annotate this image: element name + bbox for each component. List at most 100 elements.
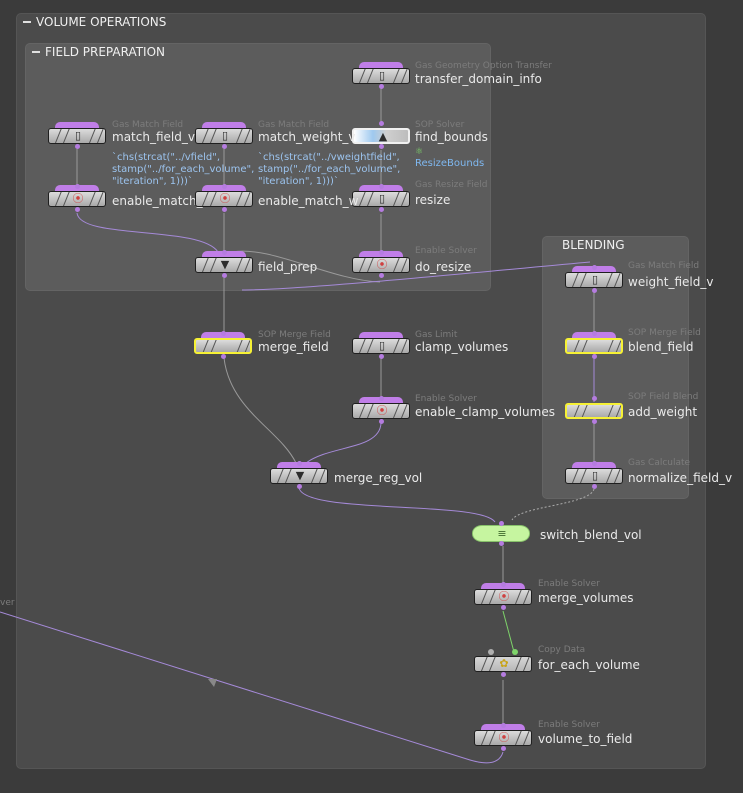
node-body[interactable]: ⦿ xyxy=(352,403,410,419)
output-connector[interactable] xyxy=(222,144,227,149)
node-label[interactable]: transfer_domain_info xyxy=(415,72,542,86)
output-connector[interactable] xyxy=(592,354,597,359)
node-normalize-field-v[interactable]: ▯ xyxy=(565,461,623,490)
node-flag[interactable] xyxy=(202,122,246,130)
node-flag[interactable] xyxy=(481,724,525,732)
node-body[interactable]: ⦿ xyxy=(474,589,532,605)
node-flag[interactable] xyxy=(202,185,246,193)
node-body[interactable]: ▯ xyxy=(195,128,253,144)
node-body[interactable]: ✿ xyxy=(474,656,532,672)
node-enable-match-f[interactable]: ⦿ xyxy=(48,184,106,213)
node-merge-reg-vol[interactable]: ▼ xyxy=(270,461,328,490)
node-weight-field-v[interactable]: ▯ xyxy=(565,265,623,294)
input-connector-dot[interactable] xyxy=(488,649,494,655)
node-body[interactable]: ▯ xyxy=(48,128,106,144)
input-connector[interactable] xyxy=(592,331,597,336)
output-connector[interactable] xyxy=(379,354,384,359)
collapse-icon[interactable] xyxy=(23,20,31,23)
node-volume-to-field[interactable]: ⦿ xyxy=(474,723,532,752)
node-label[interactable]: volume_to_field xyxy=(538,732,633,746)
node-transfer-domain-info[interactable]: ▯ xyxy=(352,62,410,90)
node-flag[interactable] xyxy=(201,332,245,340)
node-flag[interactable] xyxy=(359,397,403,405)
input-connector[interactable] xyxy=(501,582,506,587)
node-flag[interactable] xyxy=(359,185,403,193)
input-connector[interactable] xyxy=(379,121,384,126)
node-flag[interactable] xyxy=(359,62,403,70)
input-connector[interactable] xyxy=(499,521,504,526)
node-flag[interactable] xyxy=(202,251,246,259)
input-connector[interactable] xyxy=(379,396,384,401)
output-connector[interactable] xyxy=(592,288,597,293)
node-body[interactable]: ▼ xyxy=(270,468,328,484)
input-connector[interactable] xyxy=(592,461,597,466)
node-for-each-volume[interactable]: ✿ xyxy=(474,650,532,678)
node-label[interactable]: resize xyxy=(415,193,451,207)
node-clamp-volumes[interactable]: ▯ xyxy=(352,332,410,360)
node-flag[interactable] xyxy=(572,462,616,470)
output-connector[interactable] xyxy=(499,541,504,546)
node-body[interactable]: ⦿ xyxy=(474,730,532,746)
output-connector[interactable] xyxy=(592,484,597,489)
node-label[interactable]: field_prep xyxy=(258,260,318,274)
node-blend-field[interactable] xyxy=(565,331,623,360)
output-connector[interactable] xyxy=(379,419,384,424)
input-connector[interactable] xyxy=(297,461,302,466)
node-flag[interactable] xyxy=(481,583,525,591)
node-body[interactable]: ▼ xyxy=(195,257,253,273)
node-find-bounds[interactable]: ▲ xyxy=(352,121,410,150)
node-do-resize[interactable]: ⦿ xyxy=(352,250,410,279)
child-network-link[interactable]: ResizeBounds xyxy=(415,158,485,169)
node-body[interactable]: ▯ xyxy=(352,338,410,354)
node-match-field-v[interactable]: ▯ xyxy=(48,122,106,150)
node-flag[interactable] xyxy=(55,185,99,193)
network-box-header[interactable]: FIELD PREPARATION xyxy=(26,44,490,61)
subnet-icon[interactable]: ⚛ xyxy=(415,147,424,157)
output-connector[interactable] xyxy=(297,484,302,489)
node-label[interactable]: merge_volumes xyxy=(538,591,634,605)
output-connector[interactable] xyxy=(75,207,80,212)
node-label[interactable]: merge_reg_vol xyxy=(334,471,423,485)
node-resize[interactable]: ▯ xyxy=(352,184,410,213)
input-connector[interactable] xyxy=(592,265,597,270)
node-label[interactable]: for_each_volume xyxy=(538,658,640,672)
node-body[interactable]: ▯ xyxy=(565,272,623,288)
node-label[interactable]: switch_blend_vol xyxy=(540,528,642,542)
node-flag[interactable] xyxy=(277,462,321,470)
output-connector[interactable] xyxy=(379,273,384,278)
node-label[interactable]: clamp_volumes xyxy=(415,340,509,354)
input-connector[interactable] xyxy=(75,184,80,189)
output-connector[interactable] xyxy=(501,746,506,751)
node-field-prep[interactable]: ▼ xyxy=(195,250,253,279)
node-body[interactable] xyxy=(565,403,623,419)
node-body[interactable]: ▲ xyxy=(352,128,410,144)
input-connector[interactable] xyxy=(379,184,384,189)
input-connector[interactable] xyxy=(592,396,597,401)
node-label[interactable]: do_resize xyxy=(415,260,472,274)
node-flag[interactable] xyxy=(359,332,403,340)
node-label[interactable]: weight_field_v xyxy=(628,275,714,289)
node-flag[interactable] xyxy=(359,251,403,259)
output-connector[interactable] xyxy=(501,605,506,610)
node-body[interactable]: ⦿ xyxy=(195,191,253,207)
node-switch-blend-vol[interactable]: ≡ xyxy=(472,517,530,546)
node-body[interactable] xyxy=(194,338,252,354)
input-connector[interactable] xyxy=(222,250,227,255)
node-label[interactable]: match_weight_v xyxy=(258,130,356,144)
network-box-field-preparation[interactable]: FIELD PREPARATION xyxy=(25,43,491,291)
network-box-header[interactable]: BLENDING xyxy=(543,237,688,254)
output-connector[interactable] xyxy=(592,419,597,424)
node-flag[interactable] xyxy=(572,266,616,274)
node-body[interactable]: ⦿ xyxy=(48,191,106,207)
output-connector[interactable] xyxy=(501,672,506,677)
node-body[interactable]: ▯ xyxy=(352,68,410,84)
input-connector-dot[interactable] xyxy=(512,649,518,655)
node-label[interactable]: find_bounds xyxy=(415,130,488,144)
output-connector[interactable] xyxy=(222,207,227,212)
node-body[interactable]: ⦿ xyxy=(352,257,410,273)
node-label[interactable]: blend_field xyxy=(628,340,694,354)
input-connector[interactable] xyxy=(379,250,384,255)
input-connector[interactable] xyxy=(501,723,506,728)
node-label[interactable]: normalize_field_v xyxy=(628,471,733,485)
network-box-header[interactable]: VOLUME OPERATIONS xyxy=(17,14,705,31)
